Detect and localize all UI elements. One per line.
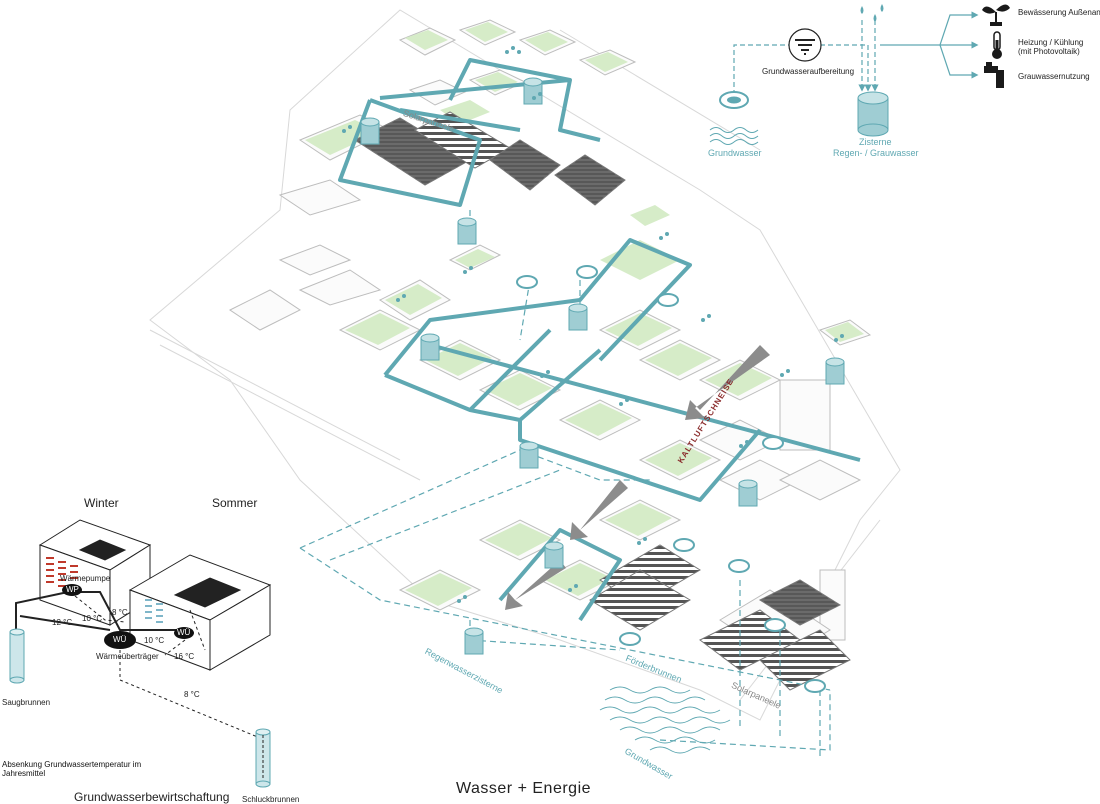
label-waermepumpe: Wärmepumpe [60,574,111,583]
cisterns [360,77,845,655]
main-title: Wasser + Energie [456,780,592,797]
legend-zisterne-line2: Regen- / Grauwasser [833,148,919,158]
label-temp-10a: 10 °C [82,614,103,623]
schluckbrunnen-well [255,728,271,788]
plant-icon [982,4,1010,26]
label-grundwasserbewirtschaftung: Grundwasserbewirtschaftung [74,790,230,804]
wp-node [62,584,82,596]
solar-halls-bottom [589,544,851,691]
label-schluckbrunnen: Schluckbrunnen [242,795,300,804]
label-temp-10b: 10 °C [144,636,165,645]
legend-use-3: Grauwassernutzung [1018,72,1090,81]
label-sommer: Sommer [212,496,258,510]
groundwater-waves [599,686,731,754]
winter-heat-marks [46,557,78,587]
raindrop-icons [860,4,884,22]
label-temp-12: 12 °C [52,618,73,627]
sommer-cool-marks [145,599,163,623]
legend-use-2: Heizung / Kühlung [1018,38,1084,47]
label-wue: WÜ [113,635,127,644]
label-wp: WP [66,585,79,594]
label-wue-2: WÜ [177,628,191,637]
groundwater-waves-icon [709,127,759,145]
raindrops [342,46,844,603]
legend-use-2-sub: (mit Photovoltaik) [1018,47,1080,56]
heat-pipes [15,591,180,631]
faucet-icon [984,62,1004,88]
legend-grundwasseraufbereitung: Grundwasseraufbereitung [762,67,855,76]
green-roofs-bottom [405,503,672,606]
label-saugbrunnen: Saugbrunnen [2,698,51,707]
legend-grundwasser: Grundwasser [708,148,762,158]
thermometer-icon [992,31,1002,59]
cold-air-arrows [505,345,770,610]
cistern-icon [857,91,889,137]
heat-diagram [9,519,272,788]
label-absenkung-2: Jahresmittel [2,769,46,778]
label-waermeuebertrager: Wärmeüberträger [96,652,159,661]
legend-diagram [709,4,1010,145]
water-network [338,58,861,622]
label-winter: Winter [84,496,119,510]
well-markers [516,265,826,693]
wu-node [104,631,136,649]
label-temp-8b: 8 °C [184,690,200,699]
wu2-node [174,627,194,639]
groundwater-well-icon [719,91,749,109]
label-temp-16: 16 °C [174,652,195,661]
label-temp-8a: 8 °C [112,608,128,617]
filter-icon [788,28,822,62]
label-absenkung-1: Absenkung Grundwassertemperatur im [2,760,142,769]
saugbrunnen-well [9,628,25,684]
legend-zisterne-line1: Zisterne [859,137,892,147]
legend-use-1: Bewässerung Außenanlagen [1018,8,1100,17]
